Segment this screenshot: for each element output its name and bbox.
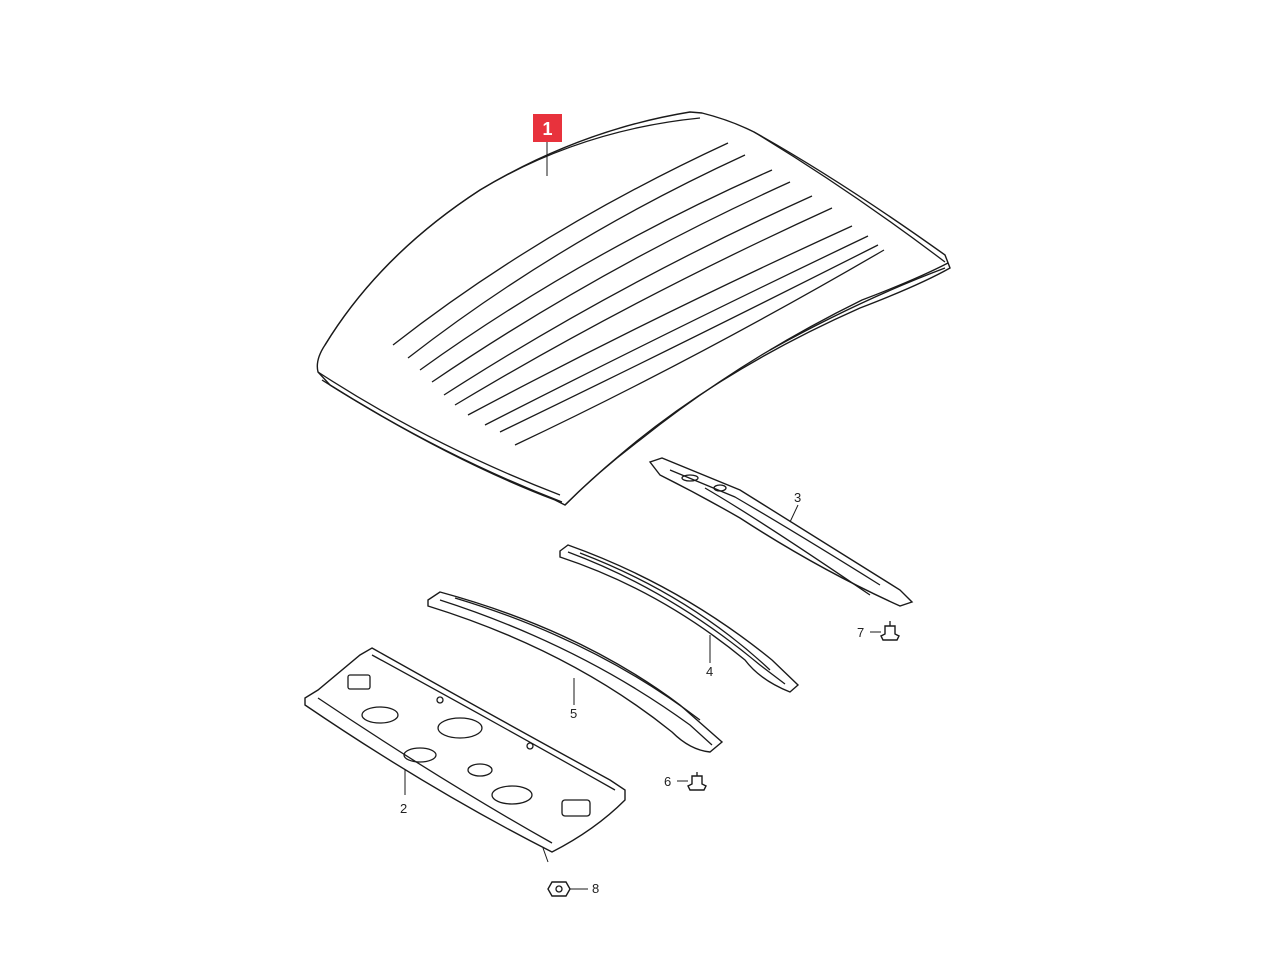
callout-1-label: 1 <box>542 119 552 139</box>
rear-header-panel[interactable] <box>304 647 626 863</box>
nut-8[interactable] <box>547 881 588 897</box>
roof-ribs <box>392 142 885 446</box>
callout-1[interactable]: 1 <box>533 114 562 176</box>
callout-6-label: 6 <box>664 774 671 789</box>
bolt-7[interactable] <box>870 621 900 641</box>
callout-8-label: 8 <box>592 881 599 896</box>
callout-4-label: 4 <box>706 664 713 679</box>
roof-panel[interactable] <box>316 111 951 506</box>
roof-bow-rear[interactable] <box>559 544 800 693</box>
roof-bow-front[interactable] <box>427 591 724 753</box>
bolt-6[interactable] <box>677 772 707 791</box>
roof-side-rail[interactable] <box>648 457 914 607</box>
callout-1-badge <box>533 114 562 142</box>
callout-7-label: 7 <box>857 625 864 640</box>
callout-5-label: 5 <box>570 706 577 721</box>
callout-2-label: 2 <box>400 801 407 816</box>
callout-3-label: 3 <box>794 490 801 505</box>
